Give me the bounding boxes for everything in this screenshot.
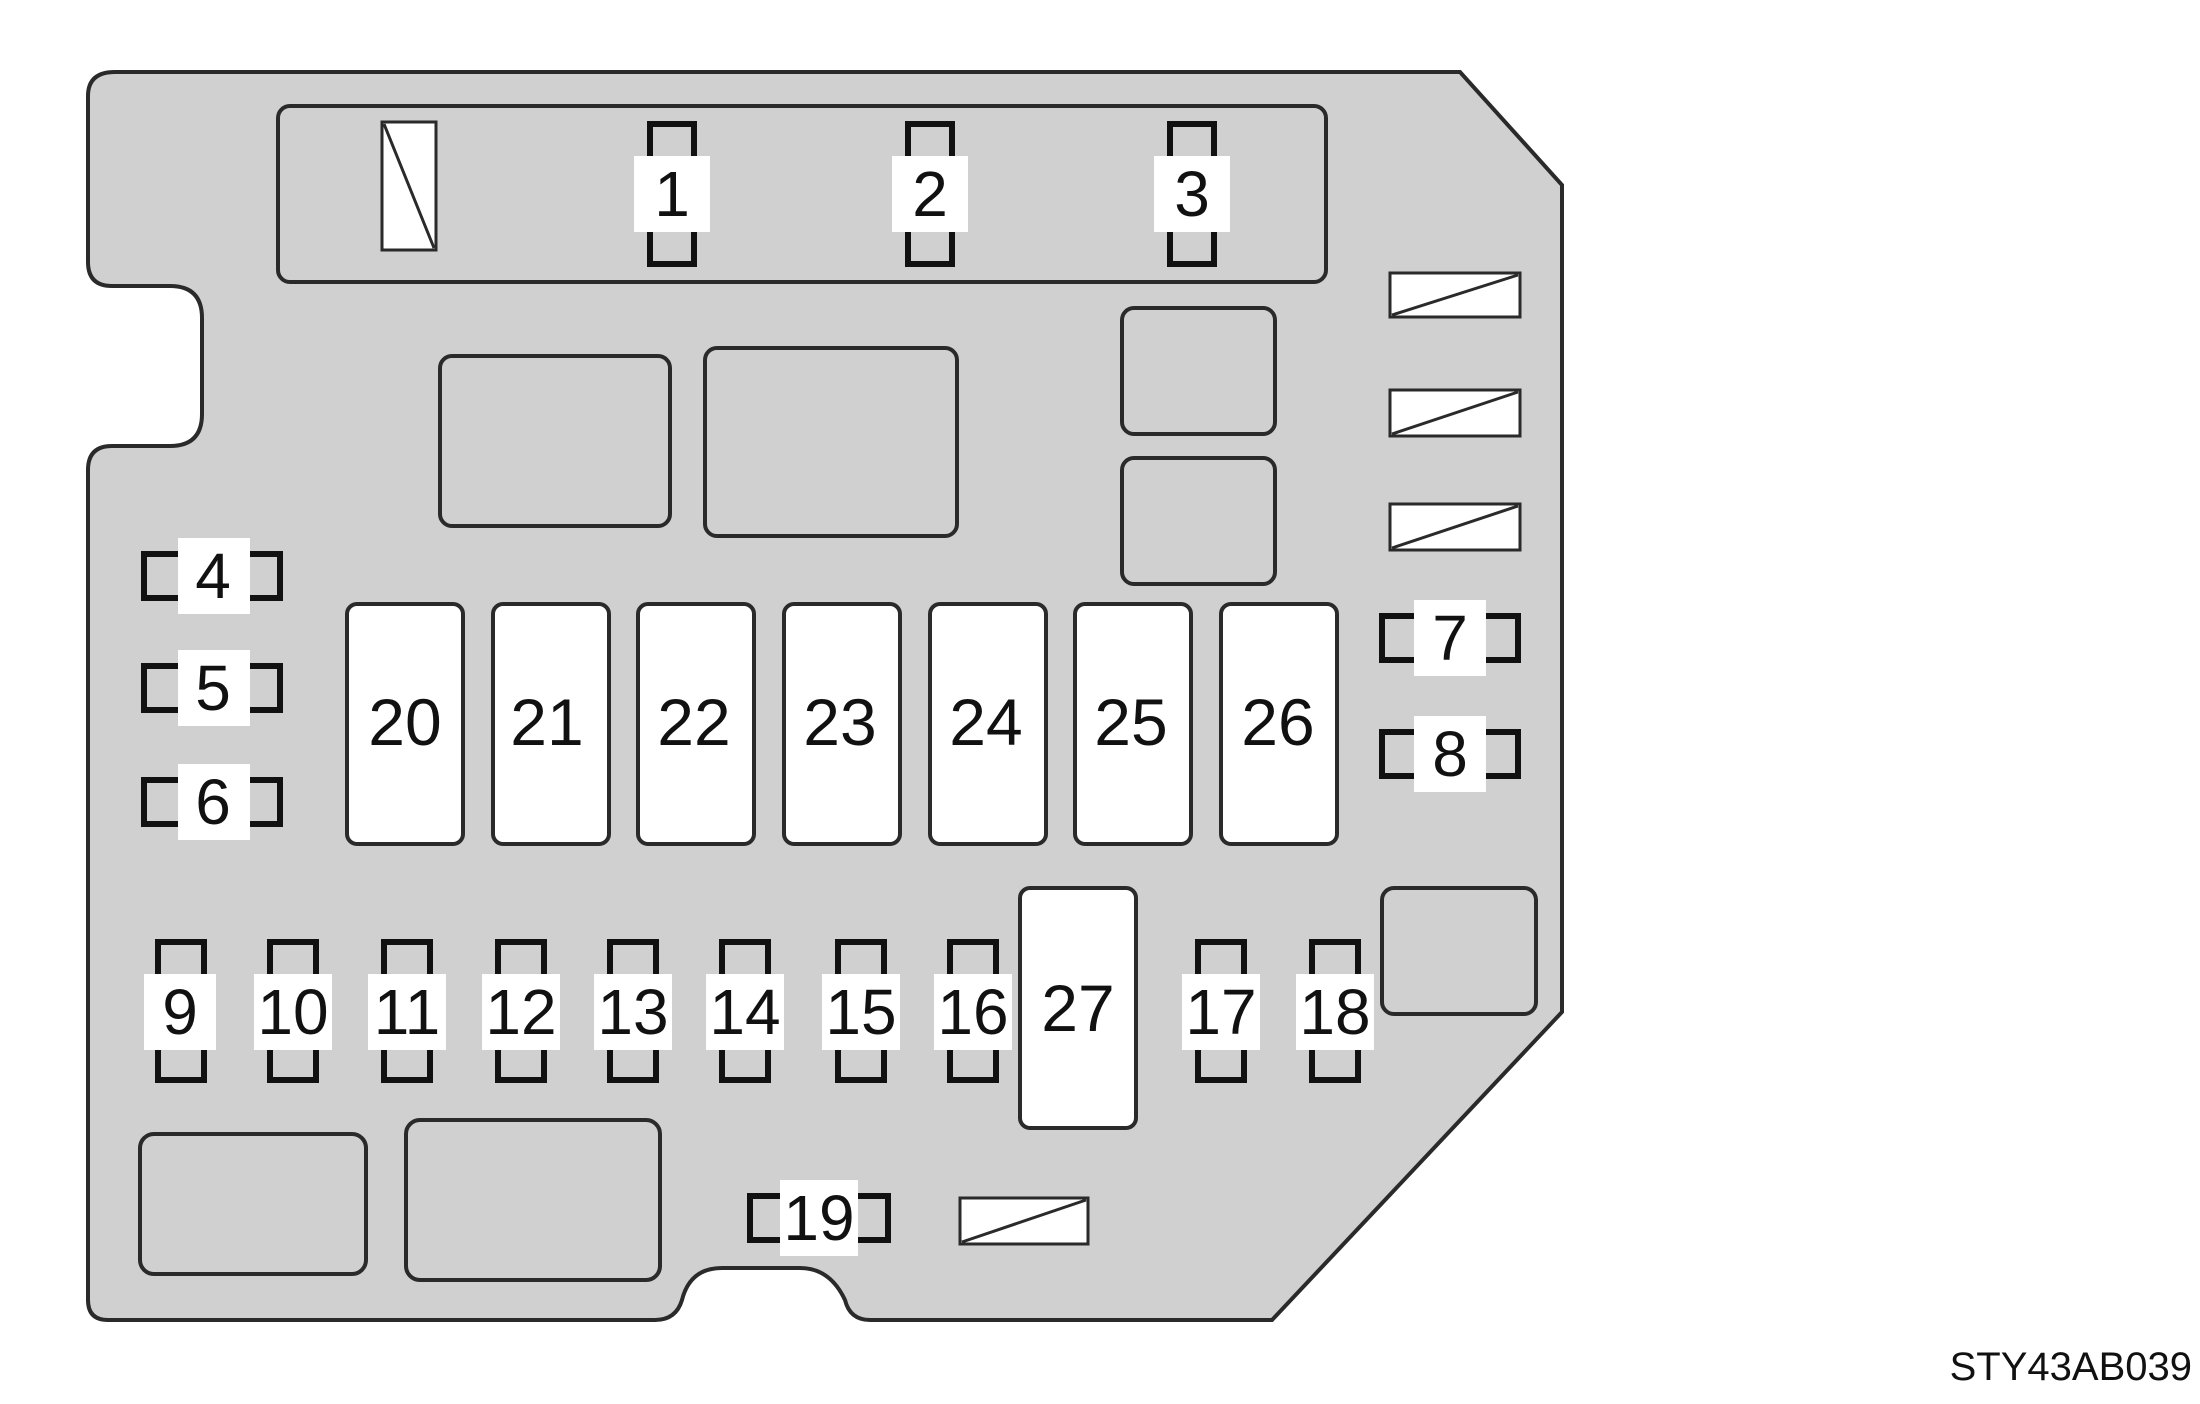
fuse-20-label: 20 (368, 685, 441, 759)
spare-marker (1388, 502, 1522, 552)
fuse-27-label: 27 (1041, 971, 1114, 1045)
fuse-3-label: 3 (1174, 158, 1210, 230)
fuse-26-label: 26 (1241, 685, 1314, 759)
fuse-5: 5 (141, 650, 283, 726)
fuse-17: 17 (1182, 939, 1260, 1083)
fuse-15-label: 15 (825, 976, 896, 1048)
relay-block-6 (138, 1132, 368, 1276)
fuse-24-label: 24 (949, 685, 1022, 759)
spare-marker (1388, 271, 1522, 319)
fuse-12: 12 (482, 939, 560, 1083)
fuse-10: 10 (254, 939, 332, 1083)
fuse-11: 11 (368, 939, 446, 1083)
fuse-21: 21 (491, 602, 611, 846)
fuse-18: 18 (1296, 939, 1374, 1083)
fuse-2: 2 (892, 121, 968, 267)
fuse-13: 13 (594, 939, 672, 1083)
fuse-10-label: 10 (257, 976, 328, 1048)
fuse-8: 8 (1379, 716, 1521, 792)
fuse-11-label: 11 (374, 976, 440, 1048)
fuse-26: 26 (1219, 602, 1339, 846)
fuse-6-label: 6 (195, 766, 231, 838)
fuse-13-label: 13 (597, 976, 668, 1048)
fuse-4: 4 (141, 538, 283, 614)
fuse-27: 27 (1018, 886, 1138, 1130)
fuse-21-label: 21 (510, 685, 583, 759)
relay-block-2 (703, 346, 959, 538)
spare-marker (1388, 388, 1522, 438)
fuse-16-label: 16 (937, 976, 1008, 1048)
fuse-19: 19 (747, 1180, 891, 1256)
fuse-14: 14 (706, 939, 784, 1083)
fuse-20: 20 (345, 602, 465, 846)
fuse-17-label: 17 (1185, 976, 1256, 1048)
fuse-7: 7 (1379, 600, 1521, 676)
fuse-6: 6 (141, 764, 283, 840)
fuse-8-label: 8 (1432, 718, 1468, 790)
top-strip-marker (380, 120, 438, 252)
fuse-22-label: 22 (657, 685, 730, 759)
relay-block-3 (1120, 306, 1277, 436)
spare-marker (958, 1196, 1090, 1246)
fuse-18-label: 18 (1299, 976, 1370, 1048)
fuse-19-label: 19 (783, 1182, 854, 1254)
fuse-24: 24 (928, 602, 1048, 846)
fuse-16: 16 (934, 939, 1012, 1083)
fuse-1: 1 (634, 121, 710, 267)
fuse-2-label: 2 (912, 158, 948, 230)
fuse-4-label: 4 (195, 540, 231, 612)
fuse-14-label: 14 (709, 976, 780, 1048)
fuse-25-label: 25 (1094, 685, 1167, 759)
fuse-3: 3 (1154, 121, 1230, 267)
relay-block-5 (1380, 886, 1538, 1016)
fuse-9-label: 9 (162, 976, 198, 1048)
relay-block-1 (438, 354, 672, 528)
fuse-23-label: 23 (803, 685, 876, 759)
fuse-1-label: 1 (654, 158, 690, 230)
relay-block-7 (404, 1118, 662, 1282)
fuse-25: 25 (1073, 602, 1193, 846)
fuse-23: 23 (782, 602, 902, 846)
top-fuse-strip (276, 104, 1328, 284)
figure-code: STY43AB039 (1949, 1345, 2192, 1389)
fuse-5-label: 5 (195, 652, 231, 724)
fuse-9: 9 (144, 939, 216, 1083)
fuse-12-label: 12 (485, 976, 556, 1048)
fuse-15: 15 (822, 939, 900, 1083)
relay-block-4 (1120, 456, 1277, 586)
fuse-22: 22 (636, 602, 756, 846)
fuse-7-label: 7 (1432, 602, 1468, 674)
